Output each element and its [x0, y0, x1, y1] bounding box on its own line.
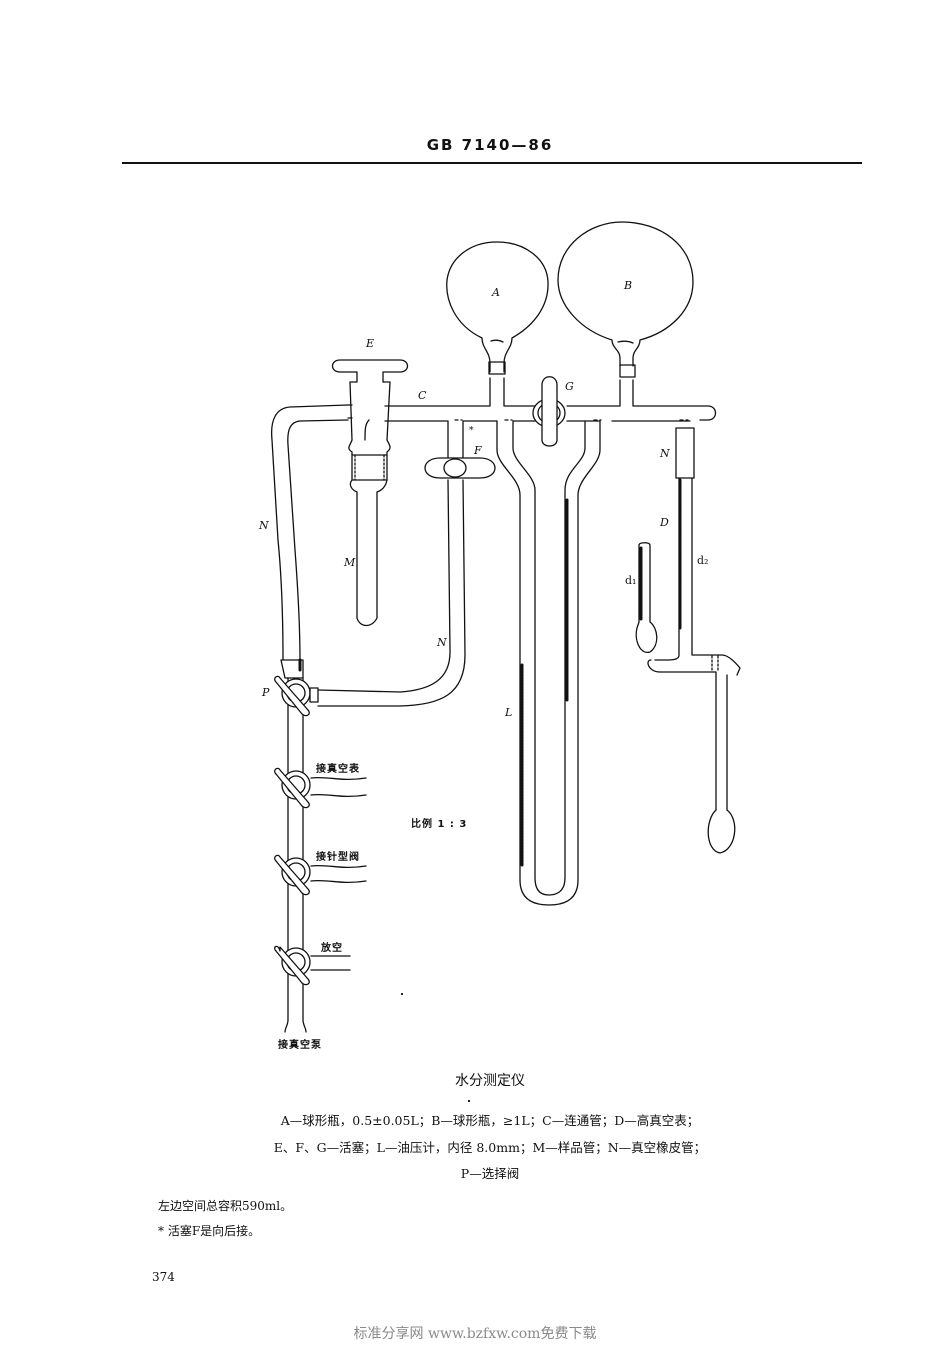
- label-d: D: [660, 516, 669, 529]
- label-d2: d₂: [697, 554, 709, 567]
- label-b: B: [624, 279, 633, 292]
- label-d1: d₁: [625, 574, 637, 587]
- label-vent-port: 放空: [321, 943, 343, 954]
- header-rule: [122, 162, 862, 164]
- rubber-tube-n-left: [270, 404, 349, 679]
- speck: [401, 993, 403, 995]
- label-m: M: [344, 556, 356, 569]
- label-n-left: N: [259, 519, 269, 532]
- label-f: F: [474, 444, 482, 457]
- label-c: C: [418, 389, 427, 402]
- label-g: G: [565, 380, 574, 393]
- legend-line-1: A—球形瓶，0.5±0.05L；B—球形瓶，≥1L；C—连通管；D—高真空表；: [280, 1113, 700, 1128]
- scale-label: 比例 1 : 3: [411, 819, 468, 830]
- oil-manometer-l: [496, 420, 601, 906]
- label-vacuum-pump-port: 接真空泵: [278, 1040, 322, 1051]
- stopcock-vent-port: [274, 945, 351, 986]
- label-n-middle: N: [437, 636, 447, 649]
- label-a: A: [492, 286, 500, 299]
- watermark: 标准分享网 www.bzfxw.com免费下载: [353, 1326, 597, 1342]
- label-needle-valve-port: 接针型阀: [316, 852, 360, 863]
- stopcock-p-icon: [274, 675, 319, 717]
- connecting-tube-c: [384, 377, 717, 422]
- speck: [468, 1100, 470, 1102]
- note-total-volume: 左边空间总容积590ml。: [158, 1199, 293, 1213]
- stopcock-needle-valve-port: [274, 854, 367, 896]
- stopcock-e-icon: [331, 359, 409, 481]
- page-number: 374: [152, 1270, 175, 1284]
- legend-line-3: P—选择阀: [460, 1166, 520, 1181]
- bulb-a-icon: [446, 241, 549, 375]
- stopcock-vacuum-gauge-port: [274, 767, 367, 809]
- label-p: P: [262, 686, 270, 699]
- figure-caption-title: 水分测定仪: [455, 1073, 525, 1089]
- vacuum-manifold: [284, 658, 307, 1033]
- label-n-right: N: [660, 447, 670, 460]
- bulb-b-icon: [557, 221, 694, 378]
- label-l: L: [505, 706, 513, 719]
- rubber-tube-n-middle: [317, 479, 466, 707]
- label-e: E: [366, 337, 375, 350]
- sample-tube-m: [349, 479, 388, 627]
- standard-code-header: GB 7140—86: [426, 136, 554, 154]
- stopcock-g-icon: [532, 376, 566, 447]
- moisture-apparatus-diagram: [270, 221, 741, 1033]
- legend-line-2: E、F、G—活塞；L—油压计，内径 8.0mm；M—样品管；N—真空橡皮管；: [273, 1140, 707, 1155]
- stopcock-f-icon: [424, 420, 496, 479]
- note-stopcock-f: * 活塞F是向后接。: [158, 1224, 261, 1238]
- vacuum-gauge-d: [635, 427, 741, 854]
- label-asterisk: *: [469, 426, 474, 436]
- label-vacuum-gauge-port: 接真空表: [316, 764, 360, 775]
